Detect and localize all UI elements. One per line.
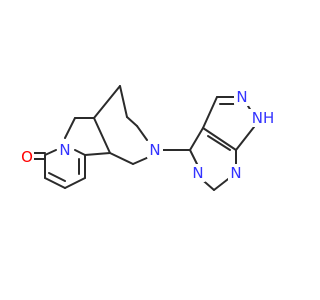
molecule-structure: O N N N NH N N bbox=[19, 85, 280, 191]
n-amine-label: N bbox=[149, 141, 160, 159]
bond-ch2-lower-n-amine bbox=[132, 156, 150, 165]
bond-c-c-pyridone-bottom-2 bbox=[48, 172, 66, 182]
n-pyrimidine-right-label-bg bbox=[228, 164, 244, 182]
n-pyrazole-top-label: N bbox=[236, 88, 247, 106]
bond-c4-c3a bbox=[189, 127, 204, 151]
bond-c7a-c3a-2 bbox=[207, 135, 231, 151]
bond-c-c-pyridone-bottom-right bbox=[64, 177, 86, 189]
bond-ch2-top-bridgehead-right bbox=[119, 85, 128, 118]
bond-bridgehead-lower-pyridone bbox=[84, 152, 111, 156]
bond-bridgehead-lower-ch2 bbox=[109, 152, 134, 165]
bond-c7a-c3a-1 bbox=[202, 127, 237, 151]
n-pyridone-label-bg bbox=[57, 141, 73, 159]
bond-c3a-c3 bbox=[202, 96, 218, 129]
n-pyrimidine-left-label-bg bbox=[190, 164, 206, 182]
bond-layer bbox=[33, 85, 255, 191]
nh-pyrazole-label-bg bbox=[247, 109, 280, 127]
bond-n1-c7a bbox=[235, 126, 255, 151]
n-pyrazole-top-label-bg bbox=[234, 88, 250, 106]
bond-bridgehead-ch2-top bbox=[93, 85, 121, 119]
bond-ch2-right-n-amine bbox=[136, 125, 148, 141]
nh-pyrazole-label: NH bbox=[252, 109, 275, 127]
bond-c4-n-pyrimidine-left bbox=[189, 149, 199, 167]
n-pyrimidine-right-label: N bbox=[230, 164, 241, 182]
oxygen-label-bg bbox=[19, 148, 34, 166]
n-pyridone-label: N bbox=[59, 141, 70, 159]
bond-bridgehead-upper-lower bbox=[93, 117, 111, 154]
bond-bridgehead-right-ch2 bbox=[126, 116, 138, 127]
n-amine-label-bg bbox=[147, 141, 163, 159]
atom-labels: O N N N NH N N bbox=[19, 88, 280, 182]
bond-c-c-pyridone-bottom-1 bbox=[44, 177, 66, 189]
n-pyrimidine-left-label: N bbox=[192, 164, 203, 182]
bond-c-n-pyridone bbox=[44, 149, 57, 156]
oxygen-label: O bbox=[21, 148, 33, 166]
bond-n-c-pyridone-right bbox=[74, 149, 86, 156]
bond-n-ch2-upper-left bbox=[64, 117, 76, 139]
